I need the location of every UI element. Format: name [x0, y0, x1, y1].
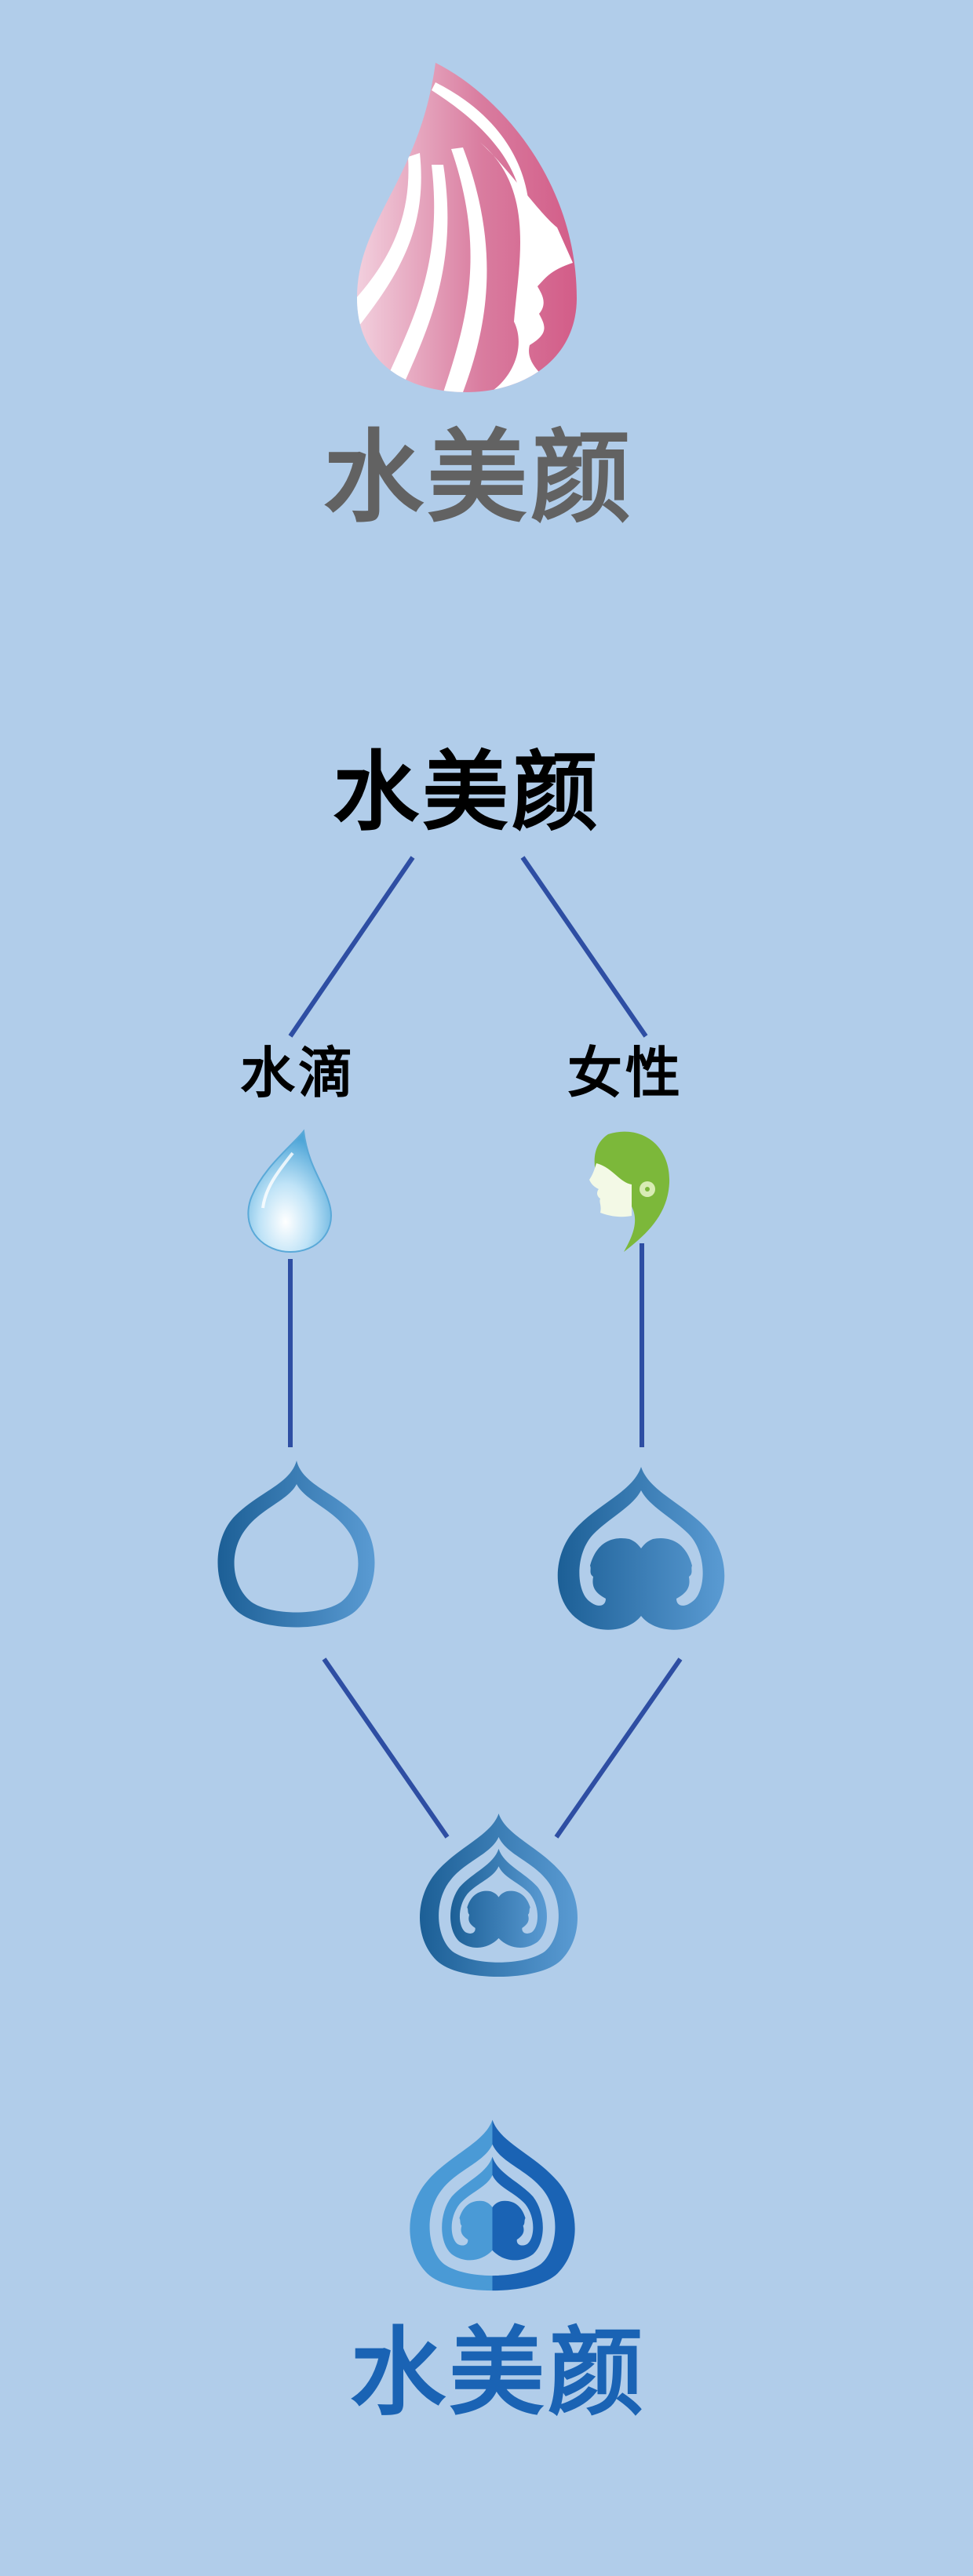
branch-label-woman: 女性 [567, 1041, 683, 1105]
woman-profile-icon [589, 1131, 670, 1252]
connector-faces-to-merged [554, 1657, 683, 1839]
pink-drop-woman-logo-icon [357, 63, 577, 392]
diagram-root-title: 水美颜 [333, 742, 601, 842]
top-wordmark: 水美颜 [323, 420, 634, 537]
branch-label-water-drop: 水滴 [240, 1041, 356, 1105]
merged-drop-twin-faces-mark-icon [420, 1814, 578, 1977]
water-drop-icon [247, 1129, 332, 1253]
drop-twin-faces-mark-icon [557, 1467, 725, 1630]
drop-outline-mark-icon [217, 1461, 375, 1628]
connector-outline-to-merged [322, 1657, 450, 1839]
connector-root-to-woman [520, 856, 648, 1038]
final-wordmark: 水美颜 [350, 2317, 647, 2429]
connector-root-to-water [288, 856, 415, 1038]
final-logo-icon [410, 2119, 575, 2291]
